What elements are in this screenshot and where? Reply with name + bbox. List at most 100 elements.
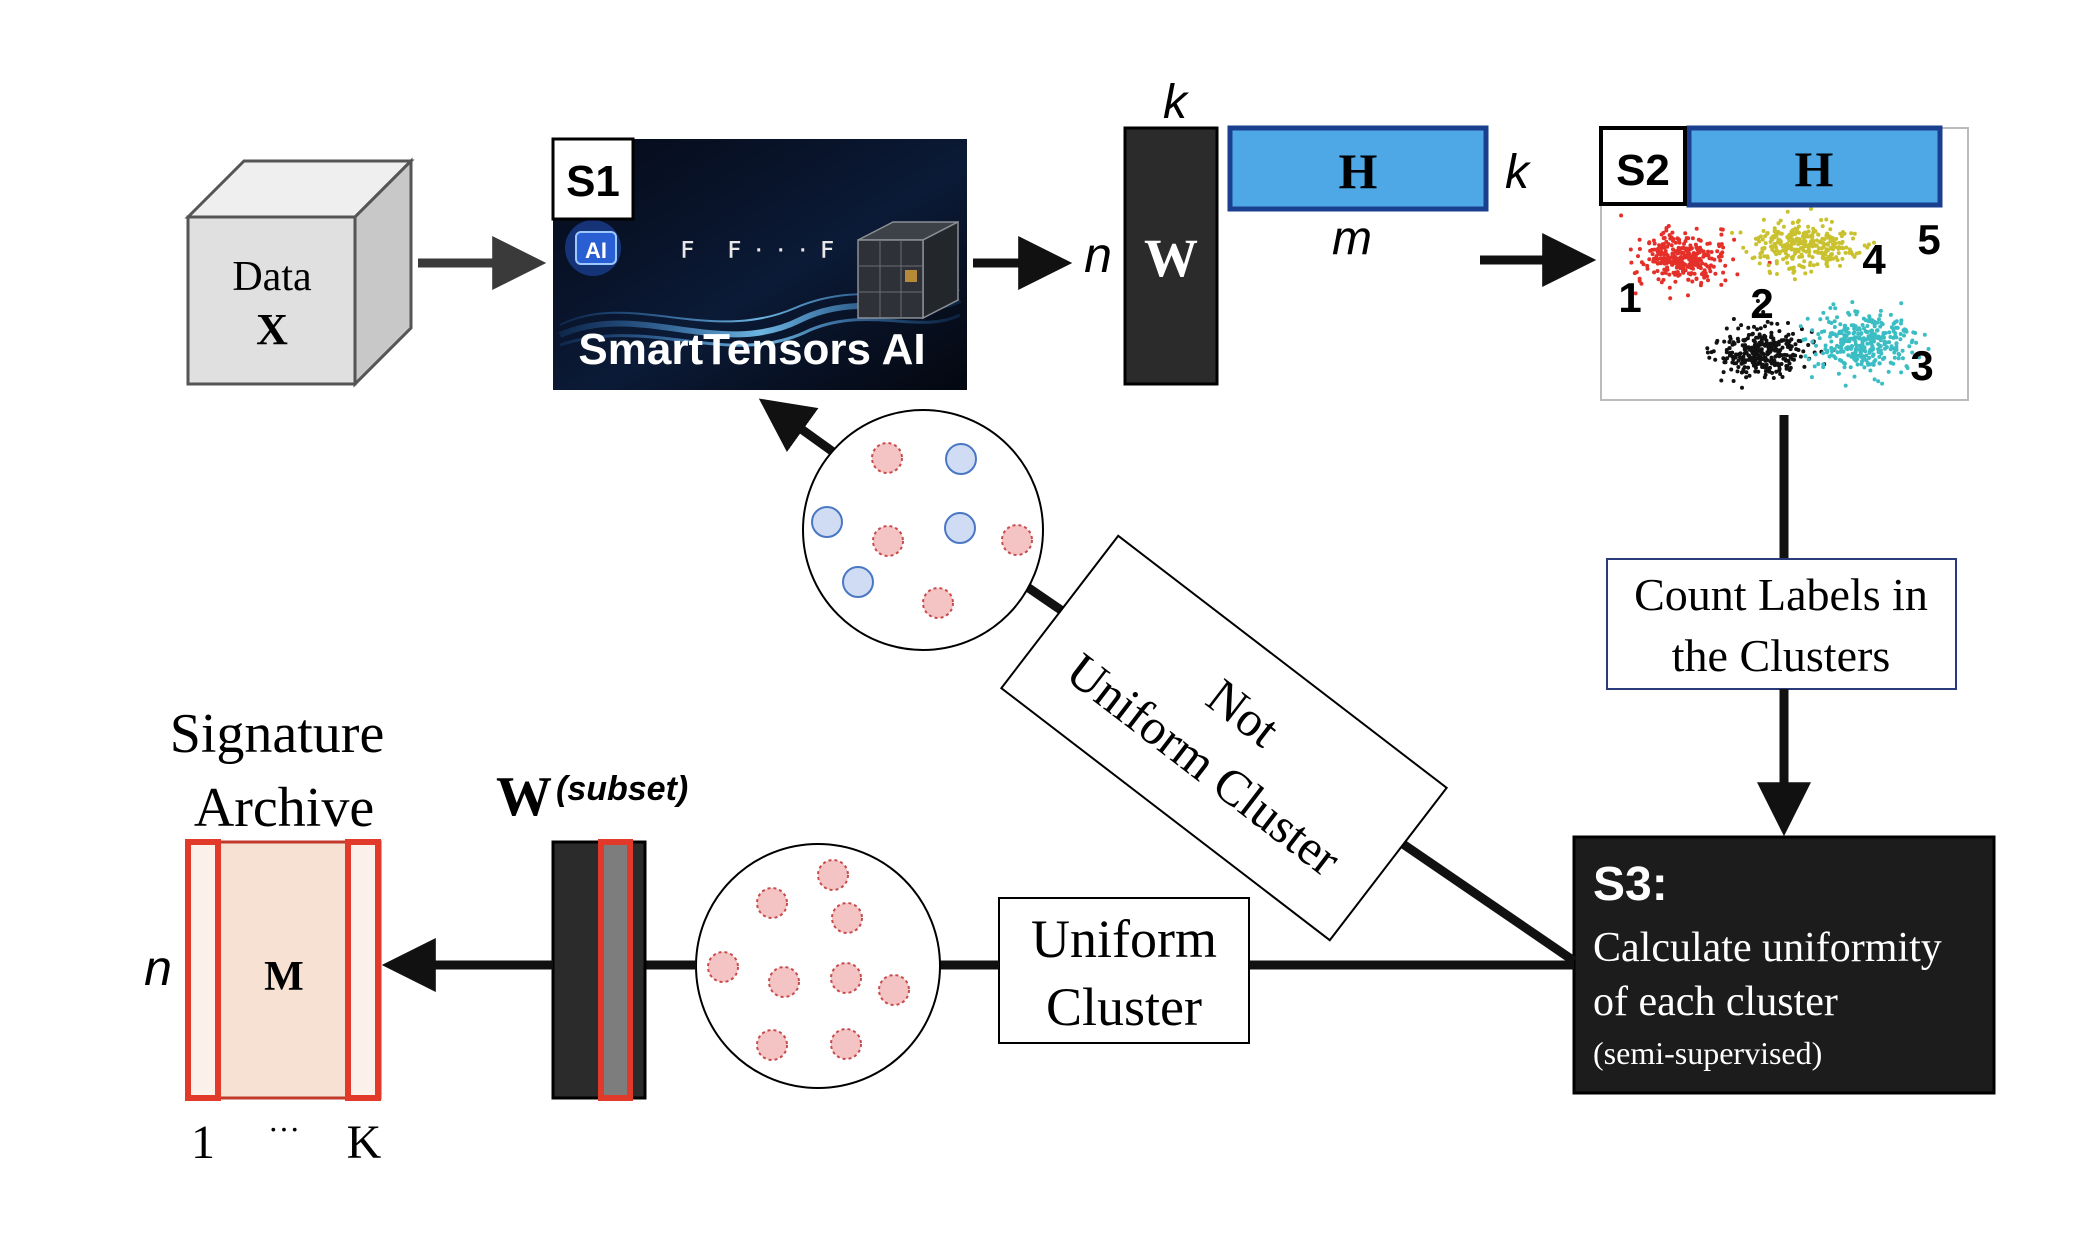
- scatter-point: [1785, 209, 1790, 214]
- scatter-point: [1805, 316, 1810, 321]
- scatter-point: [1736, 339, 1741, 344]
- scatter-point: [1695, 251, 1700, 256]
- scatter-point: [1670, 251, 1675, 256]
- scatter-point: [1678, 255, 1683, 259]
- scatter-point: [1809, 375, 1814, 380]
- scatter-point: [1731, 317, 1736, 321]
- scatter-point: [1650, 252, 1655, 257]
- scatter-point: [1791, 247, 1795, 252]
- scatter-point: [1715, 338, 1720, 343]
- scatter-point: [1707, 266, 1712, 270]
- scatter-point: [1876, 347, 1881, 352]
- scatter-point: [1750, 256, 1755, 261]
- scatter-point: [1629, 260, 1634, 265]
- scatter-point: [1758, 234, 1763, 239]
- scatter-point: [1789, 255, 1794, 260]
- scatter-point: [1784, 366, 1789, 371]
- scatter-point: [1619, 213, 1624, 218]
- scatter-point: [1761, 363, 1766, 368]
- scatter-point: [1824, 261, 1829, 265]
- scatter-point: [1819, 218, 1824, 222]
- scatter-point: [1836, 251, 1841, 256]
- scatter-point: [1791, 352, 1796, 357]
- scatter-point: [1744, 346, 1749, 351]
- scatter-point: [1645, 266, 1650, 271]
- scatter-point: [1863, 349, 1868, 354]
- scatter-point: [1687, 246, 1692, 251]
- scatter-point: [1676, 262, 1681, 267]
- scatter-point: [1797, 230, 1801, 235]
- scatter-point: [1745, 336, 1750, 341]
- scatter-point: [1883, 346, 1887, 351]
- scatter-point: [1681, 270, 1686, 275]
- scatter-point: [1698, 238, 1703, 243]
- scatter-point: [1633, 291, 1638, 296]
- scatter-point: [1677, 240, 1682, 245]
- scatter-point: [1771, 338, 1776, 343]
- scatter-point: [1900, 348, 1905, 353]
- scatter-point: [1888, 360, 1893, 365]
- scatter-point: [1744, 375, 1749, 380]
- scatter-point: [1888, 312, 1893, 317]
- scatter-point: [1875, 328, 1880, 333]
- scatter-point: [1768, 271, 1773, 276]
- scatter-point: [1727, 346, 1732, 351]
- scatter-point: [1872, 377, 1877, 382]
- scatter-point: [1723, 357, 1728, 362]
- scatter-point: [1637, 237, 1642, 242]
- archive-title-line2: Archive: [194, 777, 374, 839]
- scatter-point: [1715, 249, 1720, 254]
- w-subset-label: W: [496, 766, 552, 828]
- scatter-point: [1774, 342, 1779, 347]
- scatter-point: [1763, 369, 1768, 374]
- scatter-point: [1738, 355, 1742, 360]
- scatter-point: [1732, 341, 1737, 346]
- scatter-point: [1907, 344, 1912, 349]
- scatter-point: [1773, 354, 1778, 359]
- s2-h-label: H: [1795, 141, 1834, 197]
- scatter-point: [1728, 351, 1732, 355]
- scatter-point: [1769, 330, 1774, 335]
- scatter-point: [1865, 245, 1870, 250]
- scatter-point: [1765, 231, 1770, 235]
- scatter-point: [1854, 343, 1859, 348]
- scatter-point: [1702, 268, 1707, 273]
- scatter-point: [1757, 340, 1762, 345]
- scatter-point: [1834, 334, 1839, 338]
- scatter-point: [1769, 355, 1774, 360]
- scatter-point: [1860, 359, 1864, 364]
- scatter-point: [1899, 321, 1903, 326]
- scatter-point: [1839, 343, 1844, 348]
- scatter-point: [1839, 358, 1844, 363]
- scatter-point: [1739, 323, 1744, 328]
- scatter-point: [1835, 258, 1840, 263]
- scatter-point: [1904, 364, 1909, 369]
- scatter-point: [1779, 231, 1784, 236]
- scatter-point: [1637, 247, 1642, 251]
- scatter-point: [1800, 246, 1805, 250]
- scatter-point: [1827, 320, 1831, 324]
- scatter-point: [1830, 331, 1835, 335]
- scatter-point: [1694, 245, 1699, 250]
- scatter-point: [1813, 352, 1818, 357]
- scatter-point: [1819, 329, 1824, 334]
- scatter-point: [1839, 337, 1844, 342]
- scatter-point: [1659, 280, 1664, 285]
- scatter-point: [1910, 350, 1915, 355]
- scatter-point: [1871, 352, 1876, 357]
- data-cube: Data X: [184, 157, 415, 388]
- scatter-point: [1761, 357, 1766, 362]
- arrow-mixed-to-s1: [758, 398, 839, 458]
- scatter-point: [1703, 262, 1708, 267]
- scatter-point: [1763, 241, 1768, 246]
- scatter-point: [1832, 347, 1837, 352]
- scatter-point: [1688, 243, 1693, 248]
- scatter-point: [1823, 343, 1828, 348]
- scatter-point: [1739, 361, 1744, 366]
- scatter-point: [1677, 237, 1681, 242]
- scatter-point: [1899, 318, 1904, 323]
- scatter-point: [1679, 250, 1683, 255]
- scatter-point: [1834, 255, 1839, 260]
- factor-matrices: W H n k k m: [1084, 76, 1532, 386]
- s1-smarttensors-panel: AI ꜰ ꜰ···ꜰ S1 SmartTensors AI: [551, 137, 967, 390]
